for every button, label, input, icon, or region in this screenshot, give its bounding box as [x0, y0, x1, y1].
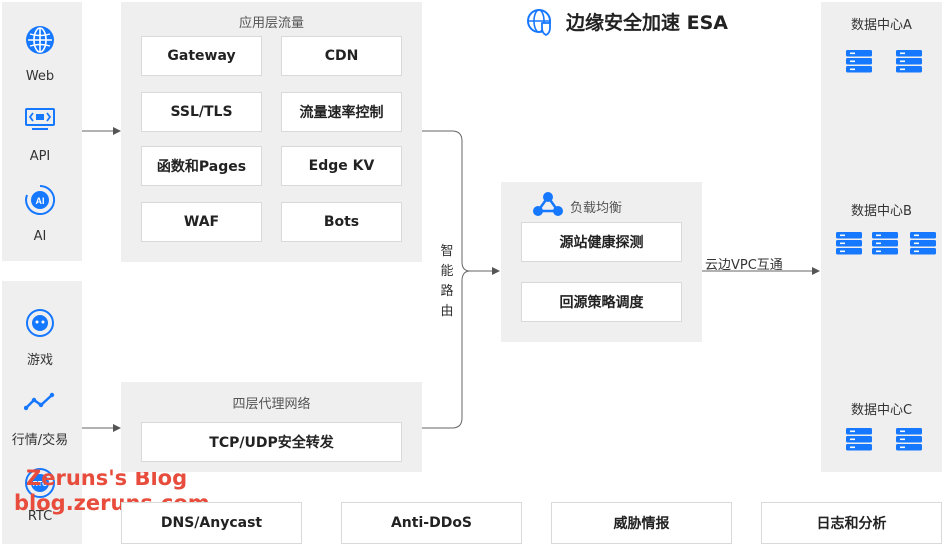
api-icon [24, 106, 56, 132]
merge-line-top [422, 130, 471, 272]
gamepad-icon [25, 308, 55, 338]
client-label-rtc: RTC [27, 509, 53, 524]
app-item-ssl-tls: SSL/TLS [141, 92, 262, 132]
client-label-api: API [29, 149, 51, 164]
app-layer-caption: 应用层流量 [238, 16, 304, 31]
trend-line-icon [24, 392, 56, 412]
service-anti-ddos: Anti-DDoS [341, 502, 522, 544]
rtc-icon: RTC [24, 467, 56, 499]
app-item-cdn: CDN [281, 36, 402, 76]
svg-text:AI: AI [36, 196, 45, 206]
merge-line-bottom [422, 270, 471, 429]
ai-icon: AI [24, 184, 56, 216]
page-title: 边缘安全加速 ESA [566, 12, 728, 34]
app-item-functions-pages: 函数和Pages [141, 146, 262, 186]
load-balancer-caption: 负载均衡 [570, 201, 623, 216]
app-item-waf: WAF [141, 202, 262, 242]
lb-item-health-check: 源站健康探测 [521, 222, 682, 262]
app-item-bots: Bots [281, 202, 402, 242]
service-logs-analytics: 日志和分析 [761, 502, 942, 544]
service-threat-intel: 威胁情报 [551, 502, 732, 544]
datacenter-label-a: 数据中心A [851, 18, 912, 33]
client-label-web: Web [25, 69, 55, 84]
app-item-edge-kv: Edge KV [281, 146, 402, 186]
esa-logo-icon [526, 8, 554, 36]
app-item-gateway: Gateway [141, 36, 262, 76]
load-balancer-icon [532, 190, 564, 218]
service-dns-anycast: DNS/Anycast [121, 502, 302, 544]
datacenter-label-b: 数据中心B [851, 204, 912, 219]
client-label-ai: AI [33, 229, 47, 244]
globe-icon [25, 25, 55, 55]
datacenter-label-c: 数据中心C [850, 403, 913, 418]
vpc-interconnect-label: 云边VPC互通 [705, 258, 783, 273]
smart-routing-label: 智能路由 [440, 244, 454, 319]
svg-text:RTC: RTC [33, 481, 47, 488]
client-label-game: 游戏 [26, 353, 53, 368]
l4-proxy-caption: 四层代理网络 [232, 397, 311, 412]
app-item-rate-control: 流量速率控制 [281, 92, 402, 132]
client-label-trading: 行情/交易 [11, 433, 69, 448]
l4-item-tcp-udp: TCP/UDP安全转发 [141, 422, 402, 462]
lb-item-origin-policy: 回源策略调度 [521, 282, 682, 322]
